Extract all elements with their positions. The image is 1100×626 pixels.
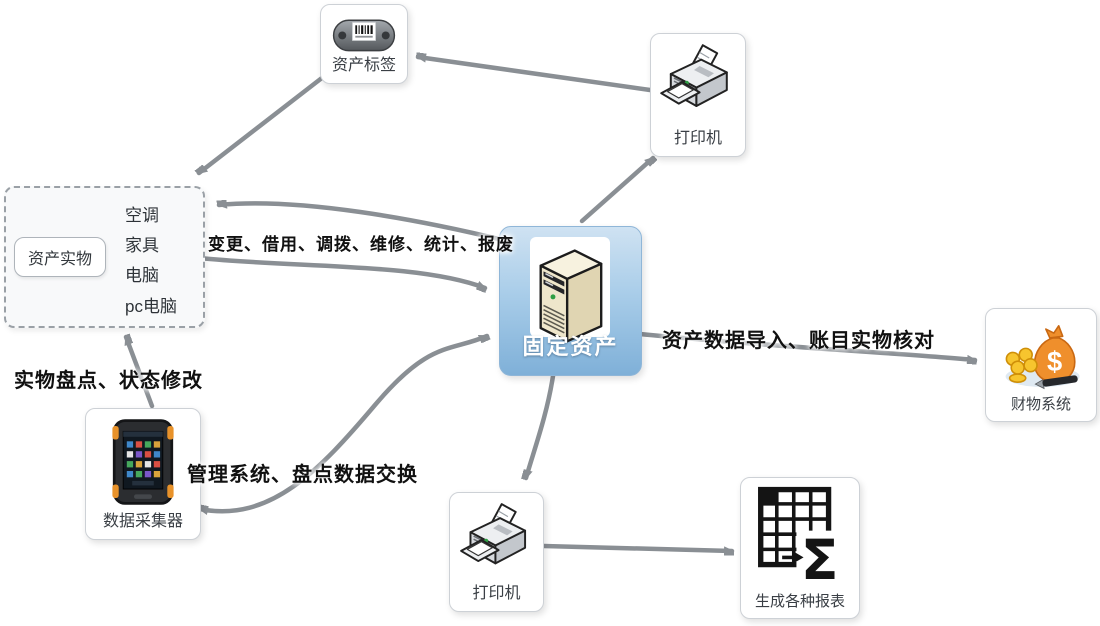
node-asset-tag: 资产标签: [320, 4, 408, 84]
node-label: 固定资产: [522, 333, 619, 359]
connector-collector-to-assets: [123, 337, 155, 409]
edge-label-inventory: 实物盘点、状态修改: [14, 370, 203, 392]
connector-printer-to-tag: [418, 57, 653, 93]
connector-printer-to-report: [541, 543, 735, 551]
connector-assets-to-fixed: [196, 255, 485, 288]
connector-fixed-to-printer-bottom: [526, 373, 556, 478]
node-report-generator: Σ 生成各种报表: [740, 477, 860, 619]
node-label: 数据采集器: [102, 513, 183, 531]
svg-text:Σ: Σ: [801, 529, 839, 586]
rfid-tag-icon: [332, 19, 396, 52]
asset-item-aircon: 空调: [125, 206, 159, 225]
spreadsheet-sigma-icon: Σ: [758, 486, 842, 586]
printer-icon: [660, 44, 728, 107]
node-fixed-asset: 固定资产: [499, 226, 642, 376]
asset-group-root-label: 资产实物: [27, 251, 92, 268]
money-bag-icon: $: [1005, 325, 1080, 390]
server-icon: [539, 249, 603, 343]
handheld-terminal-icon: [112, 419, 174, 505]
node-printer-bottom: 打印机: [449, 492, 544, 612]
asset-group-root: 资产实物: [14, 237, 106, 277]
node-finance-system: $ 财物系统: [985, 308, 1097, 422]
edge-label-exchange: 管理系统、盘点数据交换: [187, 464, 418, 486]
printer-icon: [459, 503, 526, 565]
node-label: 财物系统: [1010, 395, 1071, 413]
connector-tag-to-assets: [199, 71, 330, 173]
asset-item-pc: pc电脑: [125, 297, 177, 316]
node-label: 资产标签: [331, 57, 396, 75]
asset-item-furniture: 家具: [125, 236, 159, 255]
connector-fixed-to-printer-top: [579, 158, 653, 224]
edge-label-import-check: 资产数据导入、账目实物核对: [662, 330, 935, 352]
node-label: 打印机: [673, 130, 722, 148]
edge-label-operations: 变更、借用、调拨、维修、统计、报废: [208, 235, 514, 254]
connector-fixed-to-assets: [219, 203, 506, 243]
connector-fixed-to-finance: [637, 331, 975, 360]
node-printer-top: 打印机: [650, 33, 746, 157]
node-label: 生成各种报表: [754, 592, 845, 610]
connector-fixed-collector-bidirectional: [200, 333, 487, 511]
node-data-collector: 数据采集器: [85, 408, 201, 540]
asset-item-computer: 电脑: [125, 266, 159, 285]
node-label: 打印机: [472, 585, 521, 603]
svg-text:$: $: [1047, 346, 1062, 377]
